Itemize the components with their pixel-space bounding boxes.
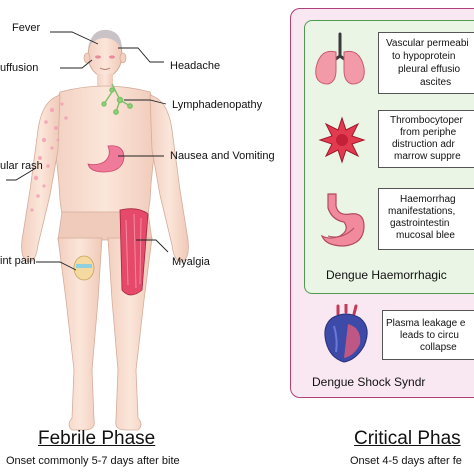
thrombo-line-1: Thrombocytoper — [390, 115, 463, 126]
right-arm — [149, 94, 189, 263]
critical-phase-title: Critical Phas — [354, 428, 461, 449]
lungs-icon — [315, 32, 365, 85]
critical-phase-subtitle: Onset 4-5 days after fe — [350, 455, 462, 467]
heart-icon — [324, 304, 368, 363]
stomach-icon — [320, 193, 365, 247]
effusion-line-2: to hypoprotein — [392, 51, 456, 62]
haem-line-4: mucosal blee — [396, 230, 455, 241]
platelet-icon — [318, 116, 366, 164]
head — [83, 29, 127, 78]
shock-line-1: Plasma leakage e — [386, 318, 466, 329]
thrombo-line-4: marrow suppre — [394, 151, 461, 162]
thrombo-line-3: distruction adr — [392, 139, 455, 150]
haem-line-3: gastrointestin — [390, 218, 450, 229]
thrombo-line-2: from periphe — [400, 127, 457, 138]
haem-line-2: manifestations, — [388, 206, 456, 217]
effusion-line-1: Vascular permeabi — [386, 38, 469, 49]
dss-title: Dengue Shock Syndr — [312, 375, 426, 389]
febrile-phase-title: Febrile Phase — [38, 428, 156, 449]
fever-label: Fever — [12, 22, 41, 34]
effusion-line-4: ascites — [420, 77, 452, 88]
effusion-box — [378, 32, 474, 94]
effusion-line-3: pleural effusio — [398, 64, 461, 75]
left-arm — [21, 94, 61, 263]
haem-line-1: Haemorrhag — [400, 194, 456, 205]
myalgia-label: Myalgia — [172, 256, 210, 268]
haemorrhage-box — [378, 188, 474, 250]
lymphadenopathy-label: Lymphadenopathy — [172, 99, 263, 111]
rash-spots — [30, 102, 68, 212]
shock-line-2: leads to circu — [400, 330, 459, 341]
febrile-phase-subtitle: Onset commonly 5-7 days after bite — [6, 455, 180, 467]
shock-box — [382, 310, 474, 360]
suffusion-label: uffusion — [0, 62, 39, 74]
left-leg — [57, 237, 103, 431]
dhf-title: Dengue Haemorrhagic — [326, 268, 447, 282]
lymph-nodes — [101, 83, 133, 115]
shock-line-3: collapse — [420, 342, 457, 353]
pointer-lines — [6, 31, 169, 271]
thrombocytopenia-box — [378, 110, 474, 168]
headache-label: Headache — [170, 60, 221, 72]
knee-joint — [73, 255, 95, 281]
neck — [97, 74, 113, 88]
nausea-label: Nausea and Vomiting — [170, 150, 275, 162]
rash-label: ular rash — [0, 160, 43, 172]
joint-pain-label: int pain — [0, 255, 36, 267]
